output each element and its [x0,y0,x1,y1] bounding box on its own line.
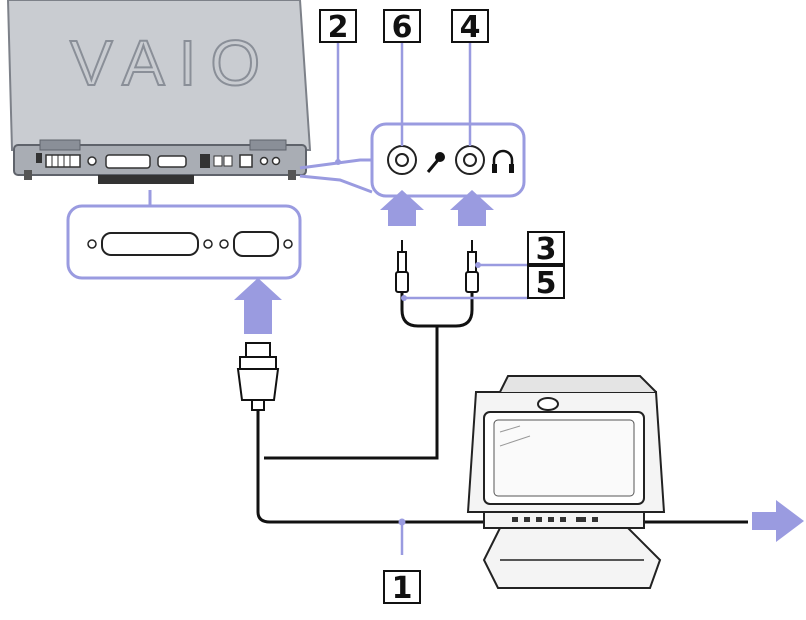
callout-1: 1 [383,570,421,606]
mic-jack [387,145,417,175]
laptop-hinge-right [249,139,287,151]
arrow-up-mic [380,190,424,226]
callout-5-label: 5 [536,266,557,301]
callout-5: 5 [527,265,565,301]
laptop-monitor-port [157,155,187,168]
laptop-port-row [36,153,281,169]
zoom-box-audio [299,122,526,198]
callout-4-label: 4 [460,10,481,45]
microphone-icon [426,152,445,173]
headphones-icon [492,149,514,173]
callout-2-label: 2 [328,10,349,45]
callout-3: 3 [527,231,565,267]
arrow-up-monitor-port [234,278,282,334]
arrow-icon [234,190,804,542]
audio-cable [264,240,528,460]
laptop-parallel-port [105,154,151,169]
callout-1-label: 1 [392,571,413,606]
monitor-stand [482,527,662,589]
callout-2: 2 [319,9,357,165]
monitor-buttons [512,517,598,522]
vaio-logo: VAIO [70,27,274,99]
callout-6: 6 [383,9,421,146]
vga-cable [236,342,748,555]
audio-plug-right [465,240,479,293]
arrow-up-headphone [450,190,494,226]
zoom-parallel-port [87,232,213,256]
zoom-box-rear-ports [66,190,302,280]
laptop: VAIO [6,0,312,184]
laptop-foot [98,175,194,184]
headphone-jack [455,145,485,175]
arrow-right-out [752,500,804,542]
laptop-hinge-left [39,139,81,151]
callout-6-label: 6 [392,10,413,45]
laptop-lid [6,0,312,151]
audio-plug-left [395,240,409,293]
callout-4: 4 [451,9,489,146]
zoom-monitor-port [219,231,293,257]
monitor [466,375,666,589]
callout-3-label: 3 [536,232,557,267]
